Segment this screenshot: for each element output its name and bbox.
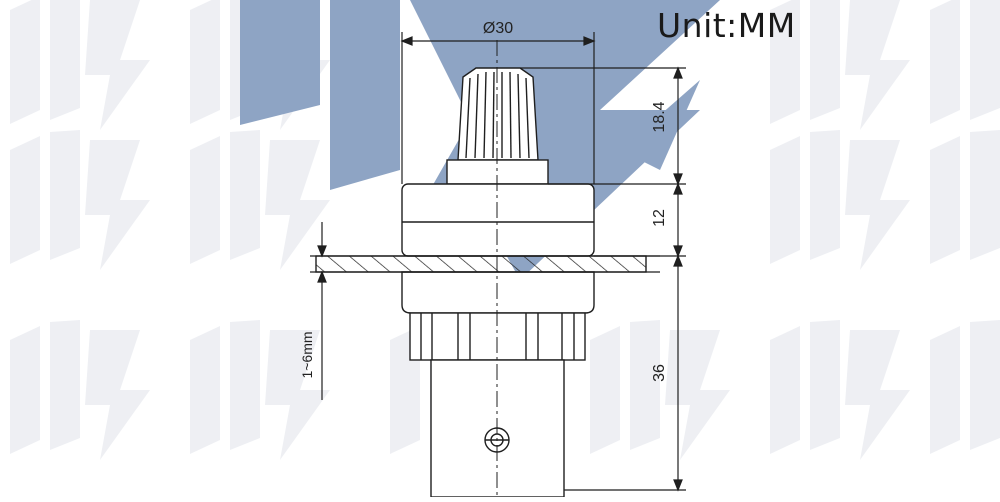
lower-height-label: 36 <box>651 364 668 382</box>
diameter-dimension <box>400 32 596 184</box>
shaft-extension-lines <box>430 485 565 497</box>
panel-thickness-dimension <box>317 222 327 400</box>
knob-height-label: 18.4 <box>651 101 668 132</box>
unit-label: Unit:MM <box>657 6 796 45</box>
diameter-label: Ø30 <box>483 20 513 37</box>
panel-thickness-label: 1~6mm <box>299 331 315 378</box>
body-height-label: 12 <box>651 209 668 227</box>
height-dimensions <box>520 66 686 492</box>
mounting-panel <box>310 255 660 273</box>
